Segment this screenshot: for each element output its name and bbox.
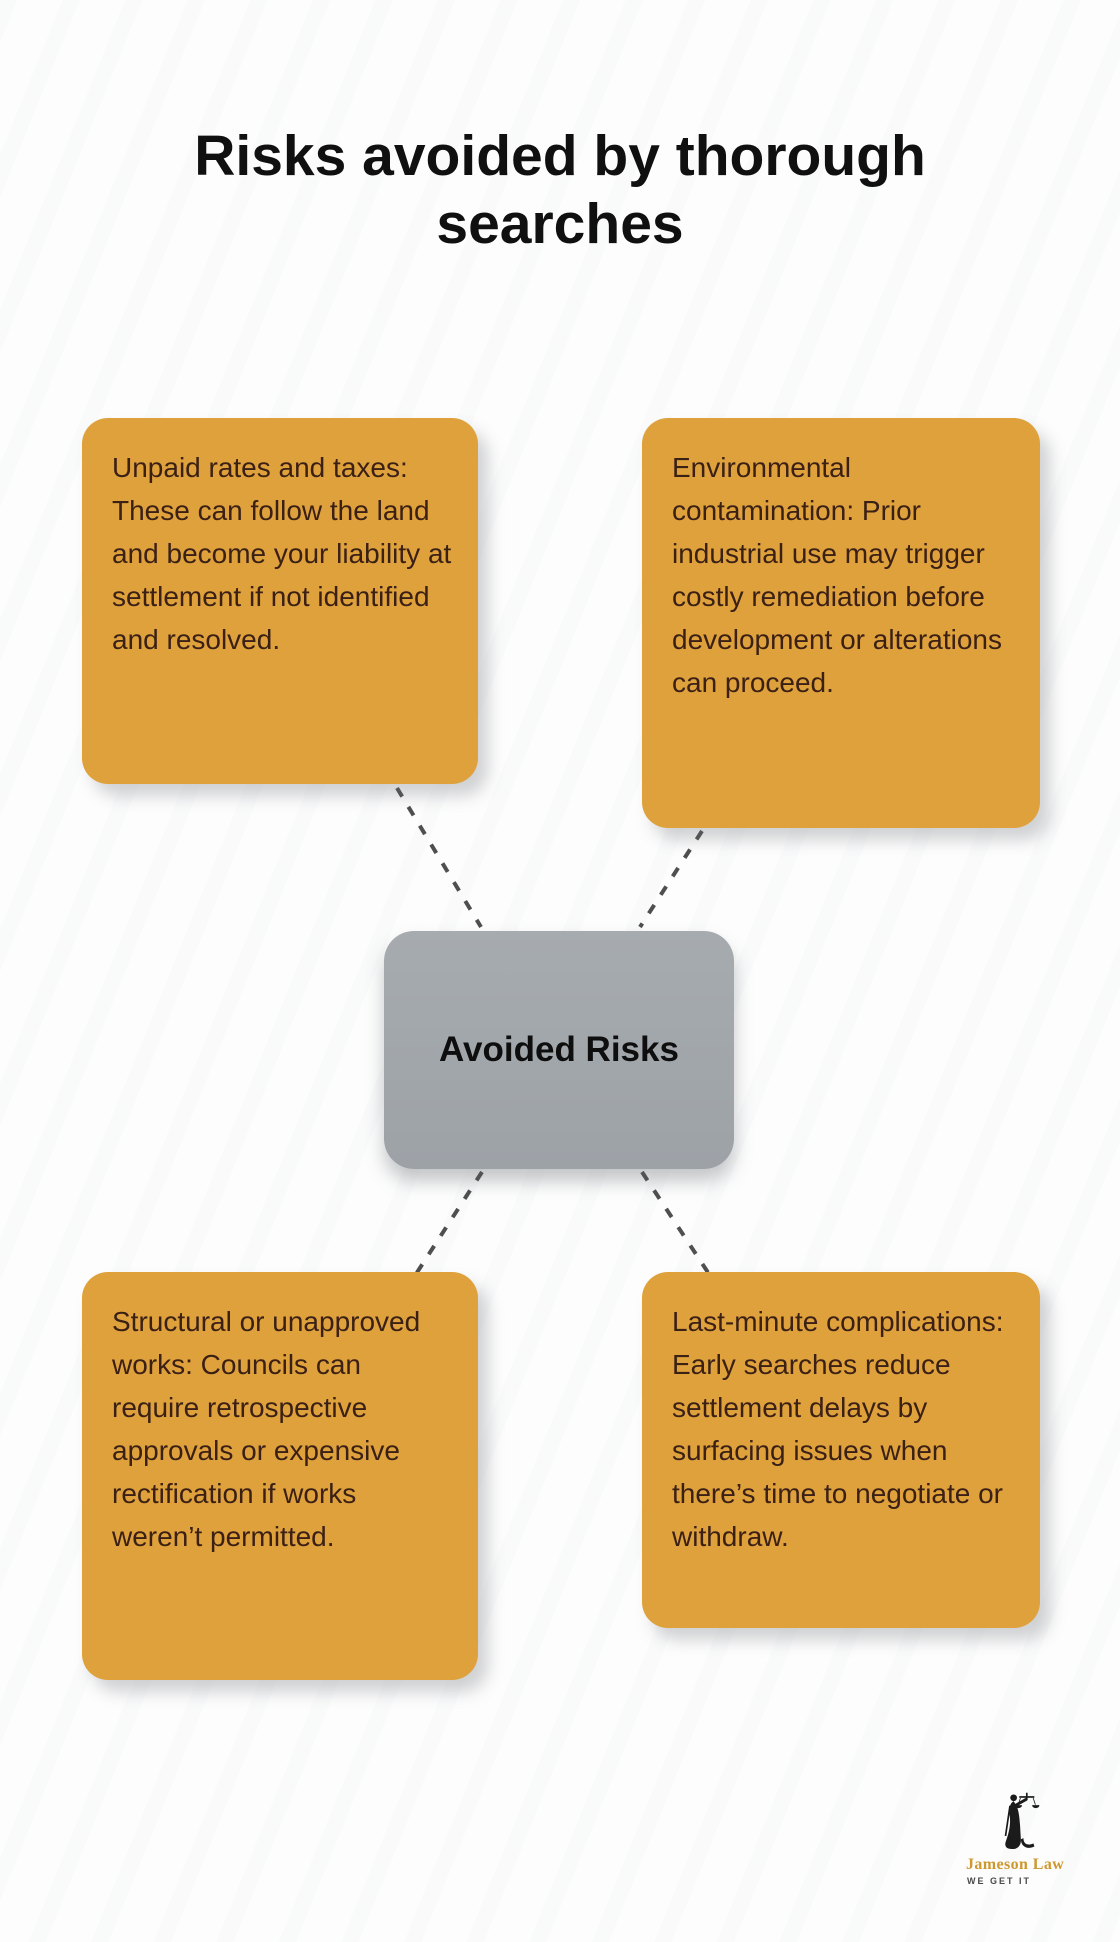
logo-tagline: WE GET IT xyxy=(967,1876,1031,1886)
lady-justice-scales-icon xyxy=(1004,1792,1040,1850)
risk-card-text: Environmental contamination: Prior indus… xyxy=(672,452,1002,698)
connector-top-left xyxy=(395,786,483,929)
central-node-label: Avoided Risks xyxy=(439,1030,679,1069)
connector-bottom-right xyxy=(640,1170,711,1276)
logo-name: Jameson Law xyxy=(966,1856,1065,1873)
central-node: Avoided Risks xyxy=(384,931,734,1169)
risk-card-bottom-left: Structural or unapproved works: Councils… xyxy=(82,1272,478,1680)
jameson-law-logo: Jameson Law WE GET IT xyxy=(952,1792,1082,1886)
risk-card-top-left: Unpaid rates and taxes: These can follow… xyxy=(82,418,478,784)
risk-card-top-right: Environmental contamination: Prior indus… xyxy=(642,418,1040,828)
connector-bottom-left xyxy=(414,1170,484,1276)
risk-card-bottom-right: Last-minute complications: Early searche… xyxy=(642,1272,1040,1628)
risk-card-text: Unpaid rates and taxes: These can follow… xyxy=(112,452,452,655)
page-title: Risks avoided by thorough searches xyxy=(194,124,926,257)
connector-top-right xyxy=(638,829,704,929)
risk-card-text: Last-minute complications: Early searche… xyxy=(672,1306,1004,1552)
risk-card-text: Structural or unapproved works: Councils… xyxy=(112,1306,421,1552)
